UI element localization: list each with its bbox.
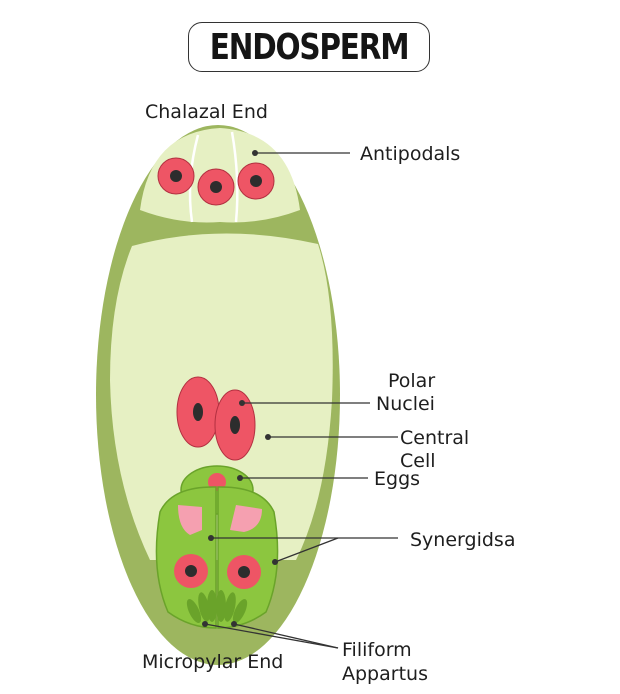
- label-polar-nuclei-line1: Polar: [388, 370, 435, 392]
- leader-lines: [204, 152, 398, 649]
- synergid-nucleolus: [185, 565, 197, 577]
- antipodal-nucleolus: [250, 175, 262, 187]
- synergid-nucleolus: [238, 566, 250, 578]
- filiform-apparatus: [186, 590, 248, 623]
- synergid-vacuole: [230, 505, 262, 532]
- label-antipodals: Antipodals: [360, 143, 460, 165]
- antipodal-nucleolus: [170, 170, 182, 182]
- label-filiform-line1: Filiform: [342, 639, 412, 661]
- diagram-title: ENDOSPERM: [209, 26, 410, 68]
- antipodal-divider: [230, 131, 239, 223]
- label-polar-nuclei-line2: Nuclei: [376, 393, 435, 415]
- polar-nucleolus: [193, 403, 203, 421]
- polar-nucleolus: [230, 416, 240, 434]
- title-box: ENDOSPERM: [188, 22, 430, 72]
- antipodal-nucleolus: [210, 181, 222, 193]
- label-chalazal-end: Chalazal End: [145, 101, 268, 123]
- label-filiform-line2: Appartus: [342, 663, 428, 685]
- label-micropylar-end: Micropylar End: [142, 651, 283, 673]
- label-eggs: Eggs: [374, 468, 420, 490]
- label-central-cell-line1: Central: [400, 427, 469, 449]
- label-synergids: Synergidsa: [410, 529, 515, 551]
- label-central-cell-line2: Cell: [400, 450, 436, 472]
- leader-dots: [202, 150, 278, 627]
- synergid-vacuole: [178, 505, 202, 535]
